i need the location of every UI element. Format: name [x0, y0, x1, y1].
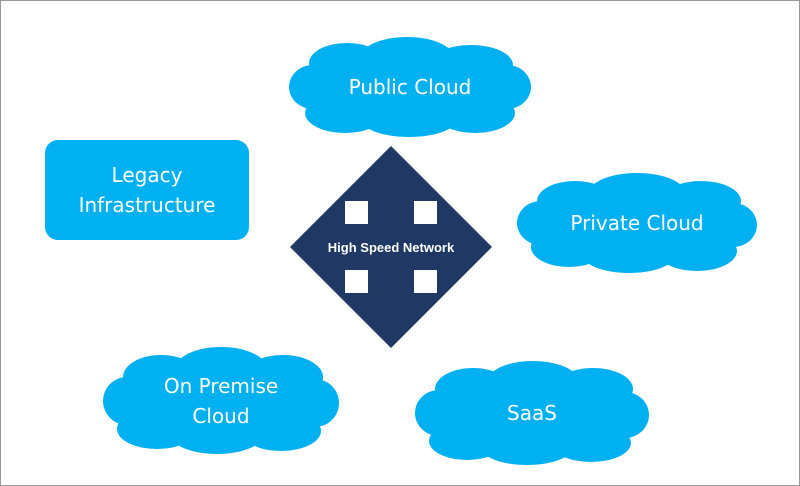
- high-speed-network-arrow: High Speed Network: [290, 146, 492, 348]
- saas-cloud-label: SaaS: [507, 401, 557, 425]
- cloud-shape: [415, 361, 649, 465]
- cloud-shape: [289, 37, 531, 137]
- legacy-label-line2: Infrastructure: [78, 193, 216, 217]
- network-label: High Speed Network: [327, 239, 455, 255]
- legacy-infrastructure-box: Legacy Infrastructure: [45, 140, 249, 240]
- private-cloud-label: Private Cloud: [570, 211, 704, 235]
- public-cloud-node: Public Cloud: [289, 37, 531, 137]
- on-premise-cloud-label: On Premise Cloud: [163, 374, 279, 428]
- on-premise-cloud-node: On Premise Cloud: [103, 347, 339, 455]
- cloud-shape: [517, 173, 757, 273]
- cloud-shape: [103, 347, 339, 454]
- legacy-label-line1: Legacy: [111, 163, 183, 187]
- saas-cloud-node: SaaS: [415, 361, 649, 465]
- private-cloud-node: Private Cloud: [517, 173, 757, 273]
- four-way-arrow-icon: [290, 146, 492, 348]
- public-cloud-label: Public Cloud: [348, 75, 472, 99]
